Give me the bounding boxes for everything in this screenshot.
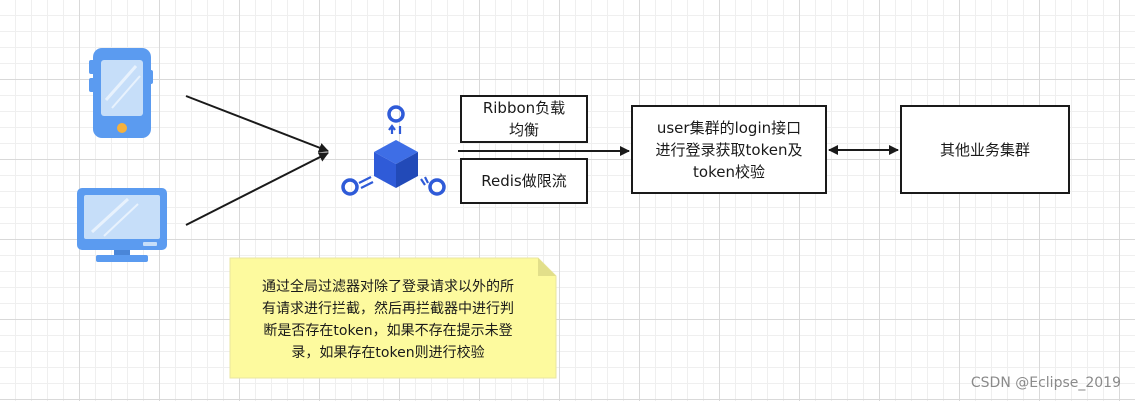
- other-services-box: 其他业务集群: [900, 105, 1070, 194]
- watermark: CSDN @Eclipse_2019: [970, 375, 1121, 391]
- mobile-phone-icon: [89, 48, 153, 138]
- sticky-note-text: 通过全局过滤器对除了登录请求以外的所 有请求进行拦截，然后再拦截器中进行判 断是…: [262, 279, 514, 361]
- login-service-box: user集群的login接口 进行登录获取token及 token校验: [631, 105, 827, 194]
- gateway-cube-icon: [341, 105, 446, 196]
- redis-rate-limit-box: Redis做限流: [460, 158, 588, 204]
- ribbon-load-balance-box: Ribbon负载 均衡: [460, 95, 588, 143]
- ribbon-label: Ribbon负载 均衡: [482, 99, 566, 139]
- other-label: 其他业务集群: [939, 140, 1030, 159]
- redis-label: Redis做限流: [481, 172, 567, 190]
- monitor-icon: [77, 188, 167, 262]
- sticky-note: [229, 257, 557, 379]
- monitor-to-gateway-arrow: [185, 152, 329, 226]
- phone-to-gateway-arrow: [185, 95, 329, 153]
- login-label: user集群的login接口 进行登录获取token及 token校验: [655, 118, 803, 181]
